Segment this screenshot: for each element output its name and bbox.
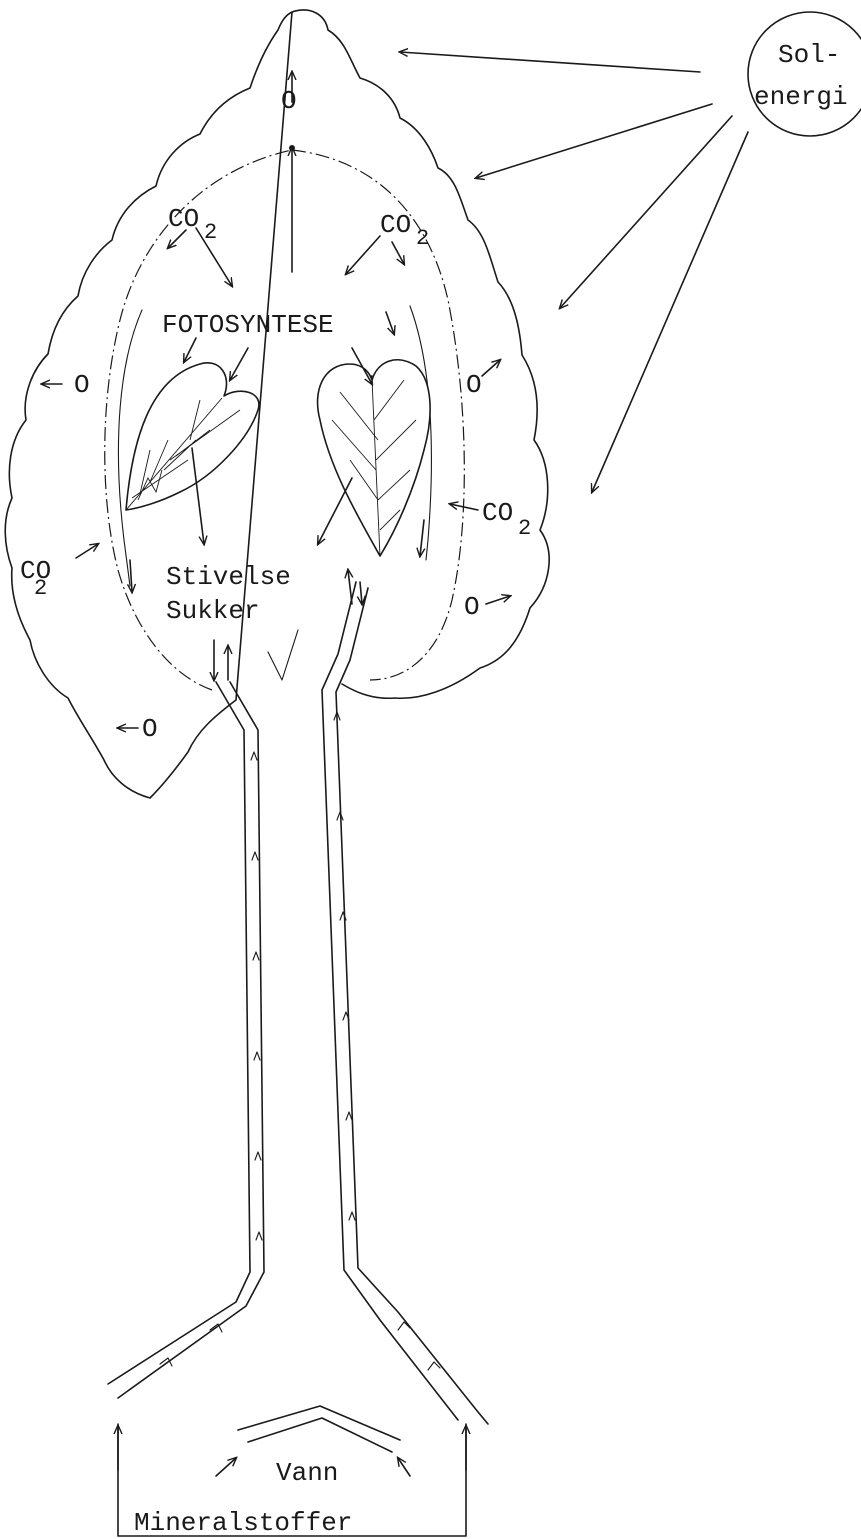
fotosyntese-label: FOTOSYNTESE [162, 310, 334, 340]
right-flow-down [420, 520, 424, 556]
top-node-dot [289, 145, 295, 151]
trunk-left-outer [108, 682, 250, 1384]
tree-crown-outline [5, 10, 549, 798]
co2-left-top-subscript: 2 [204, 220, 217, 245]
tick-mark [268, 630, 298, 680]
co2-right-side-subscript: 2 [518, 516, 531, 541]
oxygen-top-label: O [281, 86, 297, 116]
xylem-flow-left [160, 752, 262, 1366]
sun-ray-1 [400, 52, 700, 72]
trunk-right-inner [322, 582, 458, 1420]
fotosyntese-to-right-leaf-2 [386, 312, 394, 334]
left-flow-down [130, 560, 132, 592]
oxygen-right-label: O [466, 370, 482, 400]
trunk-right-outer [336, 588, 488, 1424]
water-arrow-left [216, 1458, 236, 1476]
root-arc-outer [238, 1406, 400, 1440]
left-leaf [126, 363, 259, 510]
oxygen-left-label: O [74, 370, 90, 400]
root-arc-inner [248, 1418, 392, 1452]
oxygen-right-low-label: O [464, 592, 480, 622]
sun-circle [748, 12, 861, 136]
co2-left-side-subscript: 2 [34, 576, 47, 601]
starch-label: Stivelse [166, 562, 291, 592]
co2-left-in-arrow [76, 544, 98, 558]
oxygen-left-low-label: O [142, 714, 158, 744]
co2-right-side-label: CO [482, 498, 513, 528]
right-trunk-up-arrow [348, 570, 352, 604]
co2-right-top-label: CO [380, 210, 411, 240]
water-arrow-right [398, 1458, 410, 1476]
fotosyntese-to-left-leaf-2 [230, 348, 248, 380]
co2-left-top-label: CO [168, 204, 199, 234]
fotosyntese-to-left-leaf [184, 338, 196, 362]
right-trunk-down-arrow [360, 582, 362, 604]
water-label: Vann [276, 1458, 338, 1488]
co2-right-down [392, 242, 404, 264]
minerals-label: Mineralstoffer [134, 1508, 352, 1538]
oxygen-right-arrow [482, 360, 500, 376]
right-leaf-to-starch [318, 478, 352, 544]
right-leaf [318, 360, 431, 556]
sugar-label: Sukker [166, 596, 260, 626]
co2-right-to-fotosyntese [346, 236, 380, 274]
oxygen-right-low-arrow [486, 596, 510, 604]
co2-right-top-subscript: 2 [416, 226, 429, 251]
sun-label-line2: energi [754, 82, 848, 112]
sun-ray-2 [476, 104, 712, 178]
sun-label-line1: Sol- [778, 40, 840, 70]
sun-ray-3 [560, 116, 732, 308]
